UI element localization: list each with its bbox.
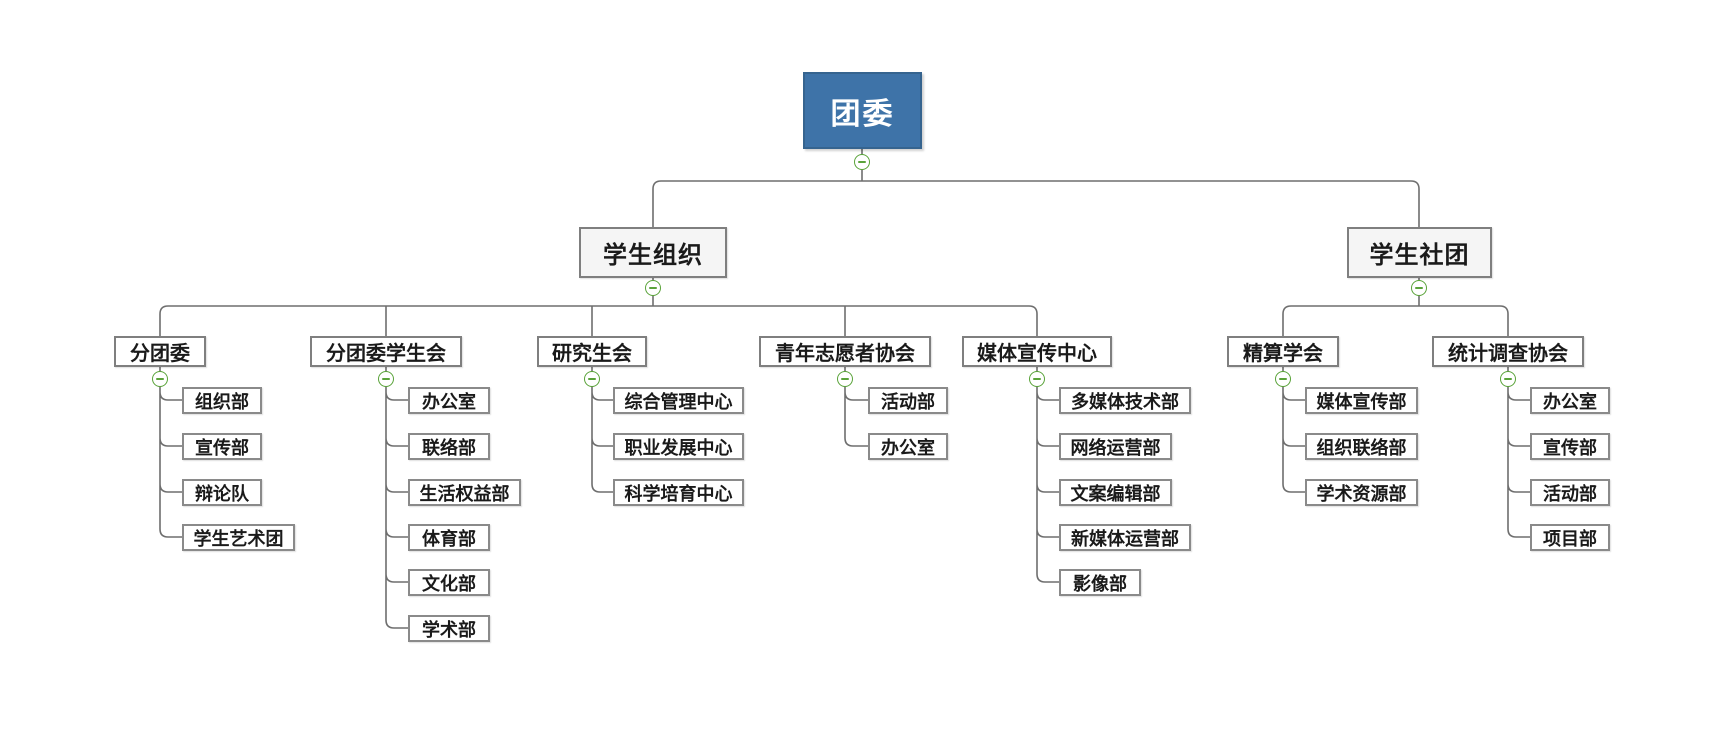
connector-group-yanjiushenghui (591, 367, 613, 493)
leaf-node[interactable]: 网络运营部 (1059, 433, 1172, 460)
minus-glyph (1033, 378, 1041, 380)
leaf-node[interactable]: 媒体宣传部 (1305, 387, 1418, 414)
leaf-node[interactable]: 影像部 (1059, 569, 1141, 596)
minus-glyph (1279, 378, 1287, 380)
connector-group-xueshenghui (385, 367, 408, 629)
minus-glyph (1415, 287, 1423, 289)
leaf-node[interactable]: 办公室 (1530, 387, 1610, 414)
group-node[interactable]: 媒体宣传中心 (962, 336, 1112, 367)
leaf-node[interactable]: 生活权益部 (408, 479, 521, 506)
leaf-node[interactable]: 学生艺术团 (182, 524, 295, 551)
minus-glyph (841, 378, 849, 380)
group-node[interactable]: 青年志愿者协会 (759, 336, 931, 367)
leaf-node[interactable]: 活动部 (868, 387, 948, 414)
leaf-node[interactable]: 办公室 (868, 433, 948, 460)
minus-glyph (1504, 378, 1512, 380)
minus-glyph (858, 161, 866, 163)
minus-glyph (156, 378, 164, 380)
group-node[interactable]: 研究生会 (537, 336, 647, 367)
leaf-node[interactable]: 活动部 (1530, 479, 1610, 506)
connector-root-rail (652, 180, 1420, 227)
leaf-node[interactable]: 新媒体运营部 (1059, 524, 1191, 551)
branch-node-student-organizations[interactable]: 学生组织 (579, 227, 727, 278)
connector-group-fentuanwei (159, 367, 182, 538)
root-node[interactable]: 团委 (803, 72, 922, 149)
collapse-minus-icon[interactable] (1500, 371, 1516, 387)
collapse-minus-icon[interactable] (1029, 371, 1045, 387)
leaf-node[interactable]: 文案编辑部 (1059, 479, 1172, 506)
minus-glyph (649, 287, 657, 289)
group-node[interactable]: 分团委 (114, 336, 206, 367)
group-node[interactable]: 分团委学生会 (310, 336, 462, 367)
collapse-minus-icon[interactable] (837, 371, 853, 387)
leaf-node[interactable]: 办公室 (408, 387, 490, 414)
leaf-node[interactable]: 文化部 (408, 569, 490, 596)
group-node[interactable]: 统计调查协会 (1432, 336, 1584, 367)
connector-branch0-rail (159, 305, 1038, 336)
leaf-node[interactable]: 体育部 (408, 524, 490, 551)
connector-group-zhiyuanzhe (844, 367, 868, 447)
collapse-minus-icon[interactable] (584, 371, 600, 387)
connector-group-tongjidiaocha (1507, 367, 1530, 538)
minus-glyph (382, 378, 390, 380)
group-node[interactable]: 精算学会 (1227, 336, 1339, 367)
collapse-minus-icon[interactable] (645, 280, 661, 296)
leaf-node[interactable]: 学术资源部 (1305, 479, 1418, 506)
collapse-minus-icon[interactable] (1275, 371, 1291, 387)
connector-branch1-rail (1282, 305, 1509, 336)
connector-group-jingsuan (1282, 367, 1305, 493)
leaf-node[interactable]: 职业发展中心 (613, 433, 744, 460)
minus-glyph (588, 378, 596, 380)
leaf-node[interactable]: 项目部 (1530, 524, 1610, 551)
connector-group-meitixuanchuan (1036, 367, 1059, 583)
leaf-node[interactable]: 组织部 (182, 387, 262, 414)
leaf-node[interactable]: 科学培育中心 (613, 479, 744, 506)
collapse-minus-icon[interactable] (152, 371, 168, 387)
leaf-node[interactable]: 多媒体技术部 (1059, 387, 1191, 414)
leaf-node[interactable]: 学术部 (408, 615, 490, 642)
collapse-minus-icon[interactable] (1411, 280, 1427, 296)
leaf-node[interactable]: 宣传部 (182, 433, 262, 460)
leaf-node[interactable]: 辩论队 (182, 479, 262, 506)
collapse-minus-icon[interactable] (378, 371, 394, 387)
leaf-node[interactable]: 组织联络部 (1305, 433, 1418, 460)
branch-node-student-clubs[interactable]: 学生社团 (1347, 227, 1492, 278)
leaf-node[interactable]: 联络部 (408, 433, 490, 460)
leaf-node[interactable]: 综合管理中心 (613, 387, 744, 414)
collapse-minus-icon[interactable] (854, 154, 870, 170)
leaf-node[interactable]: 宣传部 (1530, 433, 1610, 460)
